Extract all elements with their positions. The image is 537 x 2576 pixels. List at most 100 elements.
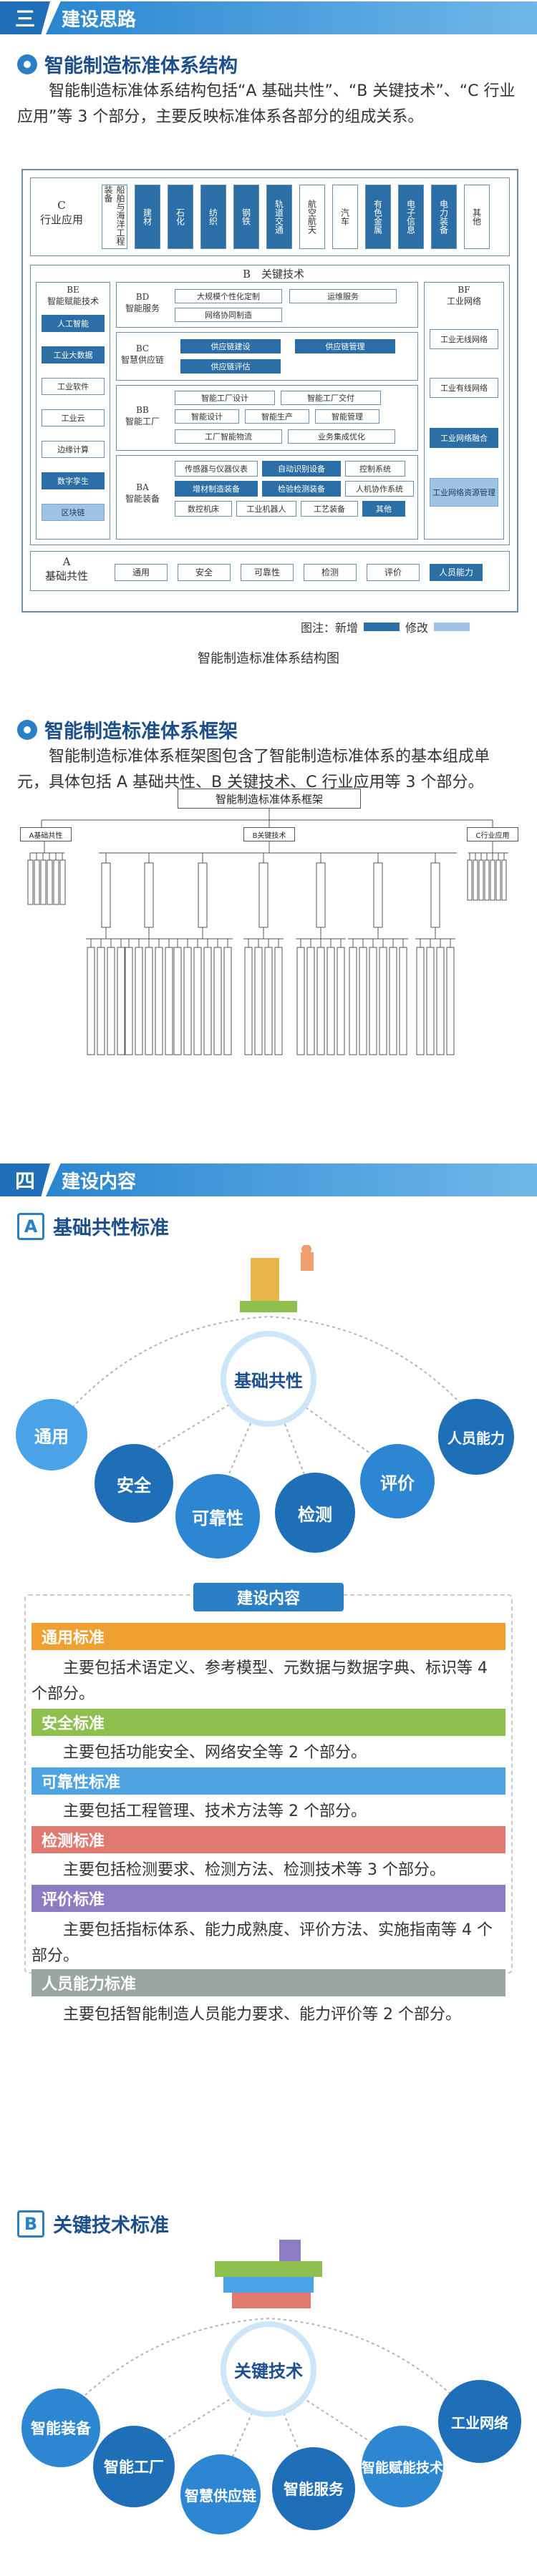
framework-leaf [373, 862, 383, 928]
framework-leaf [213, 947, 222, 1055]
framework-leaf [326, 947, 335, 1055]
c-industry-item: 有色金属 [365, 185, 391, 249]
bb-label: BB 智能工厂 [125, 405, 160, 426]
framework-leaf [223, 947, 232, 1055]
ba-item: 人机协作系统 [345, 481, 414, 497]
be-item: 边缘计算 [42, 441, 105, 458]
c-industry-item: 航空航天 [299, 185, 325, 249]
framework-leaf [436, 947, 445, 1055]
bc-label: BC 智慧供应链 [120, 343, 164, 365]
legend-new-swatch [364, 623, 400, 631]
structure-title: 智能制造标准体系结构 [44, 55, 238, 77]
framework-leaf [87, 947, 95, 1055]
bf-item: 工业网络融合 [430, 428, 498, 448]
structure-paragraph: 智能制造标准体系结构包括“A 基础共性”、“B 关键技术”、“C 行业应用”等 … [17, 82, 516, 126]
a-standards-title: A 基础共性标准 [17, 1212, 169, 1240]
framework-leaf [53, 859, 59, 905]
framework-leaf [258, 862, 268, 928]
a-item-head: 通用标准 [32, 1623, 505, 1650]
bf-item: 工业无线网络 [430, 329, 498, 349]
c-industry-item: 其他 [464, 185, 490, 249]
section-4-title: 建设内容 [46, 1163, 537, 1196]
section-4-header: 四 建设内容 [0, 1163, 537, 1196]
a-item-head: 检测标准 [32, 1826, 505, 1853]
section-3-header: 三 建设思路 [0, 1, 537, 34]
a-node-personnel: 人员能力 [438, 1399, 514, 1475]
framework-leaf [306, 947, 315, 1055]
framework-leaf [473, 859, 478, 901]
c-industry-item: 纺织 [200, 185, 226, 249]
a-foundation-item: 可靠性 [241, 564, 294, 581]
ba-item: 自动识别设备 [262, 461, 341, 477]
bb-item: 业务集成优化 [288, 429, 395, 444]
framework-leaf [155, 947, 163, 1055]
bb-item: 智能管理 [315, 409, 379, 424]
a-item-head: 可靠性标准 [32, 1767, 505, 1795]
bf-item: 工业有线网络 [430, 378, 498, 398]
structure-caption: 智能制造标准体系结构图 [198, 651, 339, 666]
framework-leaf [484, 859, 490, 901]
framework-b-node: B关键技术 [243, 827, 295, 841]
a-node-safety: 安全 [95, 1444, 173, 1523]
b-node-enabling-tech: 智能赋能技术 [362, 2426, 443, 2507]
framework-leaf [144, 862, 154, 928]
framework-leaf [369, 947, 377, 1055]
c-industry-item: 石化 [168, 185, 193, 249]
a-node-reliability: 可靠性 [175, 1474, 260, 1558]
bb-item: 智能工厂设计 [175, 391, 275, 405]
framework-leaf [467, 859, 473, 901]
section-4-number: 四 [0, 1163, 50, 1196]
ba-item: 检验检测装备 [262, 481, 341, 497]
c-industry-item: 轨道交通 [266, 185, 292, 249]
framework-leaf [244, 947, 253, 1055]
bc-item: 供应链建设 [180, 339, 281, 353]
framework-diagram-title: 智能制造标准体系框架 [178, 789, 361, 809]
ba-item: 工艺装备 [301, 501, 358, 517]
framework-leaf [495, 859, 501, 901]
legend-mod-label: 修改 [405, 621, 429, 635]
b-standards-label: 关键技术标准 [53, 2215, 169, 2237]
c-industry-item: 电子信息 [398, 185, 424, 249]
framework-leaf [296, 947, 305, 1055]
a-foundation-item: 通用 [115, 564, 168, 581]
b-hub-circle: 关键技术 [221, 2321, 316, 2417]
be-item: 区块链 [42, 504, 105, 521]
c-industry-item: 船舶与海洋工程装备 [102, 185, 127, 249]
a-standards-label: 基础共性标准 [53, 1217, 169, 1239]
c-label: C 行业应用 [39, 199, 83, 226]
framework-diagram: 智能制造标准体系框架 A基础共性 B关键技术 C行业应用 [20, 789, 518, 1089]
b-node-equipment: 智能装备 [21, 2389, 100, 2467]
a-item-text: 主要包括检测要求、检测方法、检测技术等 3 个部分。 [63, 1861, 445, 1879]
framework-leaf [125, 947, 133, 1055]
framework-leaf [254, 947, 263, 1055]
a-foundation-item: 安全 [178, 564, 231, 581]
framework-leaf [40, 859, 47, 905]
framework-leaf [34, 859, 40, 905]
framework-leaf [316, 947, 325, 1055]
framework-leaf [101, 862, 111, 928]
ba-item: 控制系统 [345, 461, 405, 477]
framework-leaf [173, 947, 182, 1055]
framework-leaf [399, 947, 407, 1055]
framework-leaf [379, 947, 387, 1055]
framework-leaf [135, 947, 143, 1055]
bc-item: 供应链评估 [180, 359, 281, 374]
c-industry-item: 钢铁 [233, 185, 259, 249]
ba-item: 传感器与仪器仪表 [175, 461, 258, 477]
b-standards-title: B 关键技术标准 [17, 2210, 169, 2238]
a-node-general: 通用 [16, 1399, 87, 1470]
a-item-text: 主要包括术语定义、参考模型、元数据与数据字典、标识等 4 个部分。 [32, 1659, 488, 1703]
framework-leaf [145, 947, 153, 1055]
bf-item: 工业网络资源管理 [430, 478, 498, 507]
letter-a-badge: A [17, 1212, 44, 1240]
a-label: A 基础共性 [44, 555, 88, 582]
b-node-supply-chain: 智慧供应链 [180, 2454, 261, 2534]
bd-item: 大规模个性化定制 [175, 289, 282, 303]
framework-leaf [59, 859, 66, 905]
c-industry-item: 电力装备 [431, 185, 457, 249]
a-hub-circle: 基础共性 [221, 1331, 316, 1427]
ba-item: 工业机器人 [236, 501, 296, 517]
a-panel-title: 建设内容 [193, 1583, 344, 1611]
books-icon [215, 2240, 322, 2308]
framework-leaf [107, 947, 115, 1055]
